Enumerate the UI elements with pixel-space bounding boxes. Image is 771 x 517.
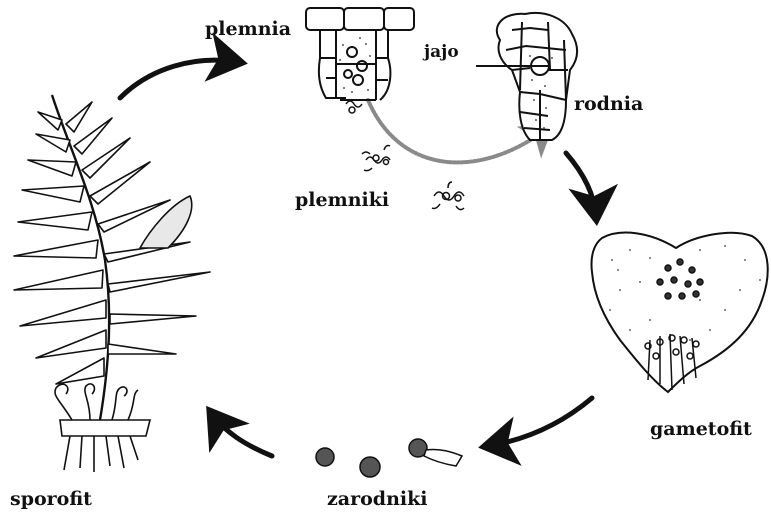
label-rodnia: rodnia bbox=[574, 95, 643, 114]
label-plemniki: plemniki bbox=[295, 191, 389, 210]
label-zarodniki: zarodniki bbox=[327, 490, 427, 509]
released-sperm bbox=[346, 101, 362, 113]
gametophyte-drawing bbox=[591, 233, 767, 392]
label-gametofit: gametofit bbox=[650, 420, 752, 439]
sperm-cluster-2 bbox=[432, 182, 464, 210]
arrow-gametofit-to-zarodniki bbox=[488, 398, 592, 446]
arrow-zarodniki-to-sporofit bbox=[212, 414, 272, 456]
arrow-sporofit-to-plemnia bbox=[120, 60, 238, 98]
germinating-spore bbox=[409, 439, 462, 466]
antheridium-drawing bbox=[306, 8, 414, 100]
arrow-rodnia-to-gametofit bbox=[566, 153, 596, 216]
sperm-cluster-1 bbox=[362, 146, 390, 171]
spores bbox=[316, 448, 380, 477]
archegonium-drawing bbox=[497, 13, 577, 140]
label-sporofit: sporofit bbox=[10, 490, 92, 509]
fern-sporophyte bbox=[14, 95, 210, 420]
label-plemnia: plemnia bbox=[205, 20, 291, 39]
label-jajo: jajo bbox=[424, 44, 459, 61]
